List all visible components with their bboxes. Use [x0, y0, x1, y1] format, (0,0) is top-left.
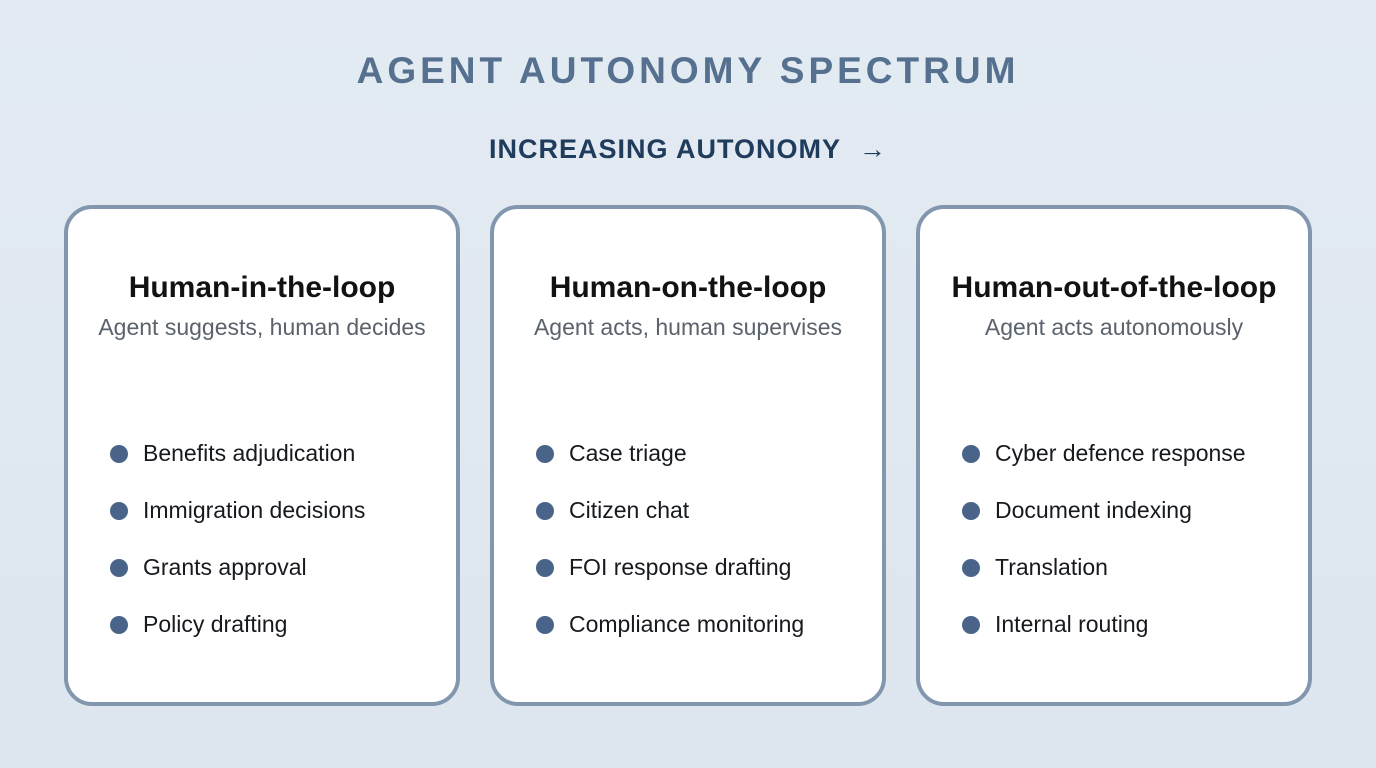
- bullet-icon: [962, 501, 980, 520]
- bullet-icon: [536, 444, 554, 463]
- bullet-icon: [110, 501, 128, 520]
- list-item-label: FOI response drafting: [569, 554, 792, 580]
- list-item: Document indexing: [962, 482, 1308, 539]
- list-item: Citizen chat: [536, 482, 882, 539]
- card-title: Human-on-the-loop: [549, 271, 827, 304]
- list-item-label: Benefits adjudication: [143, 440, 356, 466]
- list-item-label: Grants approval: [143, 554, 307, 580]
- list-item: Policy drafting: [110, 596, 456, 653]
- list-item-label: Document indexing: [995, 497, 1192, 523]
- list-item-label: Compliance monitoring: [569, 611, 805, 637]
- bullet-icon: [962, 558, 980, 577]
- list-item-label: Citizen chat: [569, 497, 690, 523]
- list-item: Translation: [962, 539, 1308, 596]
- right-arrow-icon: →: [859, 134, 888, 164]
- autonomy-direction-text: INCREASING AUTONOMY: [488, 134, 841, 164]
- card-item-list: Case triage Citizen chat FOI response dr…: [494, 425, 882, 653]
- list-item: Grants approval: [110, 539, 456, 596]
- bullet-icon: [536, 558, 554, 577]
- card-item-list: Cyber defence response Document indexing…: [920, 425, 1308, 653]
- bullet-icon: [536, 501, 554, 520]
- card-item-list: Benefits adjudication Immigration decisi…: [68, 425, 456, 653]
- card-human-in-the-loop: Human-in-the-loop Agent suggests, human …: [64, 205, 460, 706]
- list-item-label: Policy drafting: [143, 611, 288, 637]
- list-item: Internal routing: [962, 596, 1308, 653]
- list-item: Cyber defence response: [962, 425, 1308, 482]
- card-human-out-of-the-loop: Human-out-of-the-loop Agent acts autonom…: [916, 205, 1312, 706]
- card-title: Human-out-of-the-loop: [951, 271, 1277, 304]
- page-title: AGENT AUTONOMY SPECTRUM: [356, 50, 1020, 91]
- list-item: Compliance monitoring: [536, 596, 882, 653]
- card-subtitle: Agent acts autonomously: [984, 314, 1244, 340]
- list-item-label: Case triage: [569, 440, 687, 466]
- card-title: Human-in-the-loop: [128, 271, 396, 304]
- autonomy-cards: Human-in-the-loop Agent suggests, human …: [0, 205, 1376, 706]
- bullet-icon: [962, 615, 980, 634]
- list-item-label: Cyber defence response: [995, 440, 1246, 466]
- list-item: Immigration decisions: [110, 482, 456, 539]
- card-human-on-the-loop: Human-on-the-loop Agent acts, human supe…: [490, 205, 886, 706]
- list-item-label: Internal routing: [995, 611, 1149, 637]
- bullet-icon: [536, 615, 554, 634]
- card-subtitle: Agent acts, human supervises: [533, 314, 843, 340]
- card-subtitle: Agent suggests, human decides: [98, 314, 426, 340]
- list-item-label: Immigration decisions: [143, 497, 366, 523]
- bullet-icon: [110, 558, 128, 577]
- bullet-icon: [110, 615, 128, 634]
- list-item: FOI response drafting: [536, 539, 882, 596]
- bullet-icon: [110, 444, 128, 463]
- autonomy-direction-label: INCREASING AUTONOMY →: [0, 134, 1376, 165]
- list-item: Benefits adjudication: [110, 425, 456, 482]
- list-item-label: Translation: [995, 554, 1108, 580]
- bullet-icon: [962, 444, 980, 463]
- list-item: Case triage: [536, 425, 882, 482]
